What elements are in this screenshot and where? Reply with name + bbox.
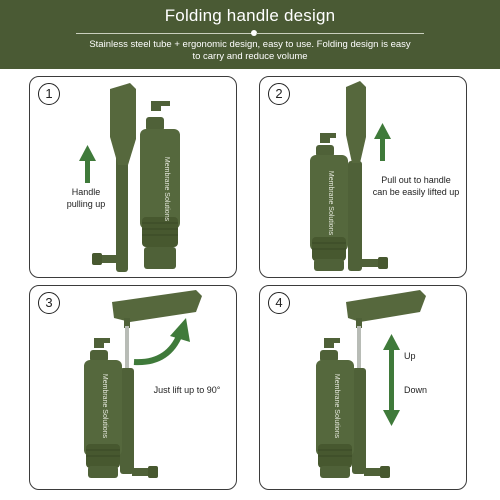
step-caption-2: Pull out to handle can be easily lifted … xyxy=(364,174,466,198)
caption-down: Down xyxy=(404,385,428,395)
header-banner: Folding handle design Stainless steel tu… xyxy=(0,0,500,69)
up-down-arrow-icon xyxy=(383,334,400,426)
step-panel-4: 4 Up Down Membrane Solutions xyxy=(259,285,467,490)
caption-1-line-2: pulling up xyxy=(66,199,106,209)
filter-body-illustration xyxy=(84,338,158,478)
brand-label-4: Membrane Solutions xyxy=(333,373,340,439)
filter-body-illustration xyxy=(316,338,390,478)
filter-body-illustration xyxy=(92,101,180,269)
header-subtitle-line-2: to carry and reduce volume xyxy=(192,51,308,62)
filter-illustration-3 xyxy=(84,290,202,478)
header-subtitle: Stainless steel tube + ergonomic design,… xyxy=(60,39,440,63)
caption-up: Up xyxy=(404,351,416,361)
step-panel-1: 1 Handle pulling up Membrane xyxy=(29,76,237,278)
filter-illustration-4 xyxy=(316,290,426,478)
handle-illustration xyxy=(110,83,136,272)
brand-label-1: Membrane Solutions xyxy=(163,156,170,222)
handle-illustration xyxy=(112,290,202,474)
step-caption-1: Handle pulling up xyxy=(36,186,136,210)
handle-illustration xyxy=(346,290,426,474)
caption-1-line-1: Handle xyxy=(71,187,101,197)
filter-illustration-1 xyxy=(79,83,180,272)
step-panel-3: 3 Just lift up to 90° Membrane Solutions xyxy=(29,285,237,490)
up-arrow-icon xyxy=(374,123,391,161)
curved-arrow-icon xyxy=(133,318,190,366)
brand-label-3: Membrane Solutions xyxy=(101,373,108,439)
header-subtitle-line-1: Stainless steel tube + ergonomic design,… xyxy=(89,39,411,50)
caption-2-line-1: Pull out to handle xyxy=(381,175,451,185)
caption-2-line-2: can be easily lifted up xyxy=(372,187,460,197)
up-arrow-icon xyxy=(79,145,96,183)
step-number-3: 3 xyxy=(38,292,60,314)
handle-illustration xyxy=(346,81,366,271)
step-number-2: 2 xyxy=(268,83,290,105)
brand-label-2: Membrane Solutions xyxy=(327,170,334,236)
step-number-4: 4 xyxy=(268,292,290,314)
step-panel-2: 2 Pull out to handle can be easily lifte… xyxy=(259,76,467,278)
page-title: Folding handle design xyxy=(164,6,336,25)
filter-body-illustration xyxy=(310,133,388,271)
step-caption-3: Just lift up to 90° xyxy=(153,385,221,395)
header-divider-right xyxy=(256,33,424,34)
filter-illustration-2 xyxy=(310,81,391,271)
header-divider-left xyxy=(76,33,252,34)
header-divider-dot xyxy=(251,30,257,36)
step-number-1: 1 xyxy=(38,83,60,105)
